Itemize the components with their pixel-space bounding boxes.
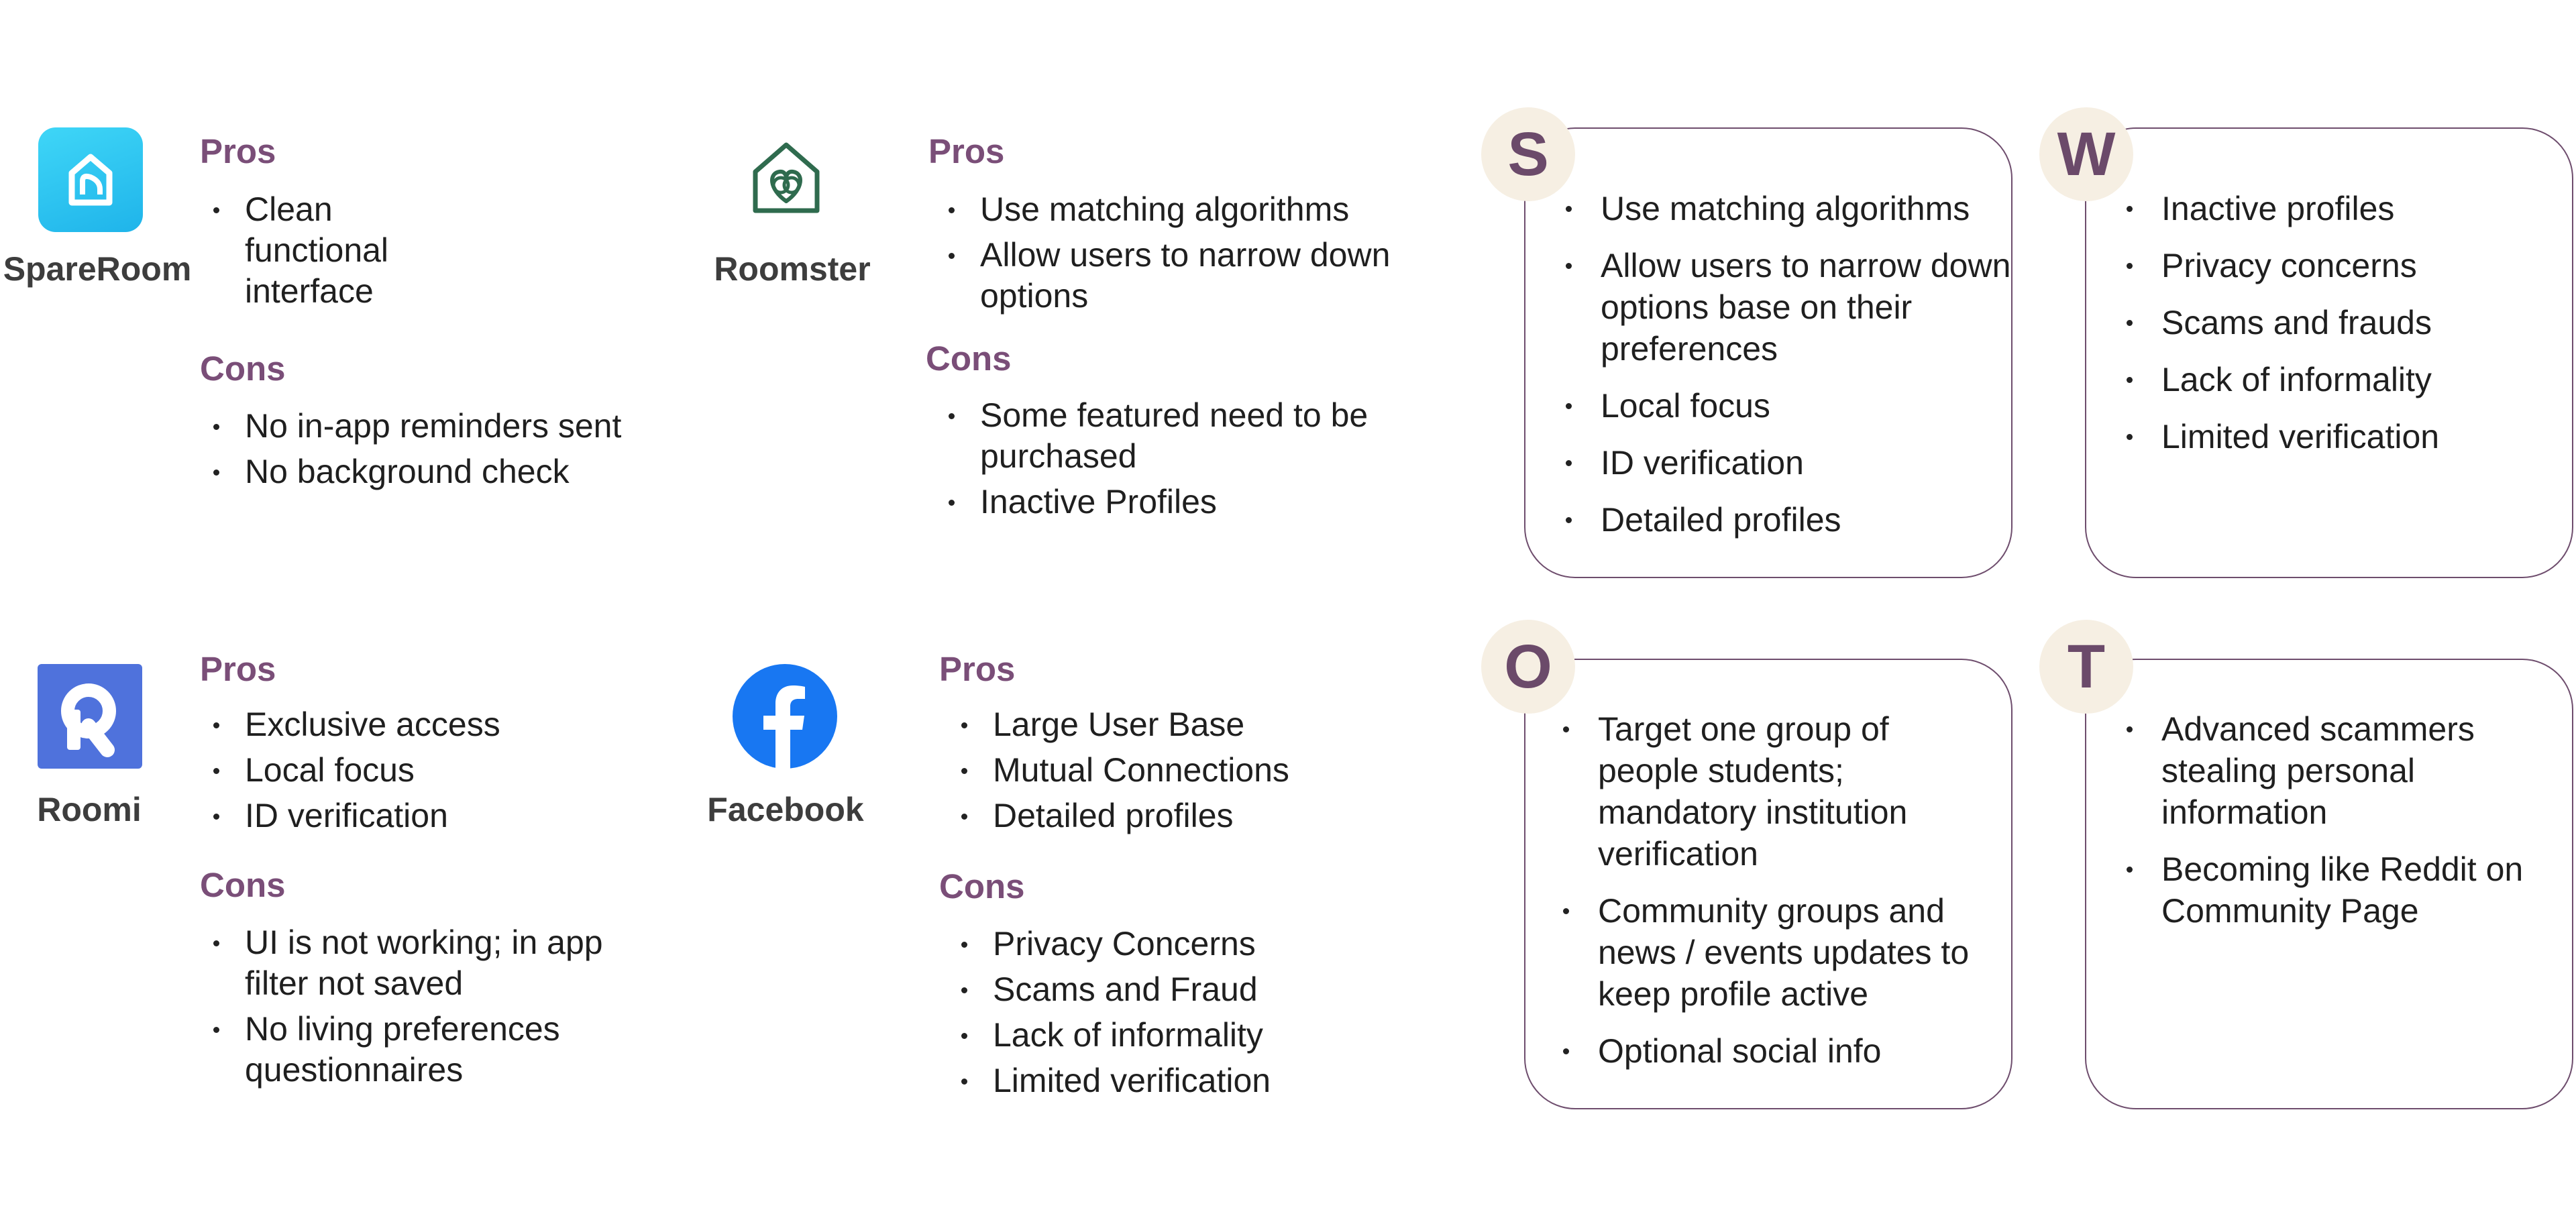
list-item: Scams and Fraud — [948, 969, 1377, 1010]
swot-threats-list: Advanced scammers stealing personal info… — [2117, 708, 2560, 947]
swot-strengths-box — [1524, 127, 2012, 578]
list-item: Exclusive access — [200, 704, 602, 745]
swot-weaknesses-box — [2085, 127, 2573, 578]
list-item: Scams and frauds — [2117, 302, 2560, 343]
list-item: Detailed profiles — [948, 795, 1377, 836]
list-item: Lack of informality — [948, 1015, 1377, 1056]
list-item: Optional social info — [1554, 1030, 1996, 1072]
list-item: Detailed profiles — [1556, 499, 2012, 541]
app-name-facebook: Facebook — [707, 791, 864, 828]
roomster-logo-icon — [750, 141, 822, 216]
list-item: Target one group of people students; man… — [1554, 708, 1996, 875]
facebook-cons-title: Cons — [939, 867, 1025, 905]
spareroom-pros-title: Pros — [200, 132, 276, 170]
facebook-pros-title: Pros — [939, 650, 1016, 688]
list-item: Limited verification — [948, 1060, 1377, 1101]
list-item: UI is not working; in app filter not sav… — [200, 922, 643, 1004]
list-item: Local focus — [200, 750, 602, 791]
list-item: Inactive Profiles — [935, 482, 1371, 522]
spareroom-cons-list: No in-app reminders sent No background c… — [200, 406, 683, 497]
roomi-pros-title: Pros — [200, 650, 276, 688]
list-item: Local focus — [1556, 385, 2012, 427]
list-item: No living preferences questionnaires — [200, 1009, 643, 1091]
list-item: Limited verification — [2117, 416, 2560, 457]
roomi-pros-list: Exclusive access Local focus ID verifica… — [200, 704, 602, 841]
list-item: Clean functional interface — [200, 189, 482, 312]
list-item: Allow users to narrow down options — [935, 235, 1405, 317]
roomster-cons-list: Some featured need to be purchased Inact… — [935, 395, 1371, 527]
roomi-logo-icon — [38, 664, 142, 769]
spareroom-cons-title: Cons — [200, 349, 286, 388]
roomster-pros-list: Use matching algorithms Allow users to n… — [935, 189, 1405, 321]
list-item: Inactive profiles — [2117, 188, 2560, 229]
swot-threats-box — [2085, 659, 2573, 1109]
app-name-spareroom: SpareRoom — [3, 250, 192, 288]
list-item: Some featured need to be purchased — [935, 395, 1371, 477]
list-item: Becoming like Reddit on Community Page — [2117, 848, 2560, 932]
list-item: Large User Base — [948, 704, 1377, 745]
swot-opportunities-badge: O — [1481, 620, 1575, 714]
roomster-cons-title: Cons — [926, 339, 1012, 378]
list-item: Privacy Concerns — [948, 924, 1377, 964]
swot-weaknesses-badge: W — [2039, 107, 2133, 201]
roomi-cons-title: Cons — [200, 866, 286, 904]
facebook-pros-list: Large User Base Mutual Connections Detai… — [948, 704, 1377, 841]
app-name-roomi: Roomi — [37, 791, 142, 828]
swot-strengths-list: Use matching algorithms Allow users to n… — [1556, 188, 2012, 556]
app-name-roomster: Roomster — [714, 250, 871, 288]
list-item: No in-app reminders sent — [200, 406, 683, 447]
list-item: Use matching algorithms — [935, 189, 1405, 230]
list-item: Privacy concerns — [2117, 245, 2560, 286]
swot-opportunities-list: Target one group of people students; man… — [1554, 708, 1996, 1087]
list-item: Advanced scammers stealing personal info… — [2117, 708, 2560, 833]
swot-strengths-badge: S — [1481, 107, 1575, 201]
swot-opportunities-box — [1524, 659, 2012, 1109]
list-item: No background check — [200, 451, 683, 492]
list-item: Lack of informality — [2117, 359, 2560, 400]
list-item: Mutual Connections — [948, 750, 1377, 791]
swot-threats-badge: T — [2039, 620, 2133, 714]
spareroom-pros-list: Clean functional interface — [200, 189, 482, 317]
roomi-cons-list: UI is not working; in app filter not sav… — [200, 922, 643, 1095]
list-item: Community groups and news / events updat… — [1554, 890, 1996, 1015]
roomster-pros-title: Pros — [928, 132, 1005, 170]
list-item: Allow users to narrow down options base … — [1556, 245, 2012, 370]
facebook-logo-icon — [733, 664, 837, 769]
list-item: ID verification — [200, 795, 602, 836]
list-item: ID verification — [1556, 442, 2012, 484]
spareroom-logo-icon — [38, 127, 143, 232]
list-item: Use matching algorithms — [1556, 188, 2012, 229]
facebook-cons-list: Privacy Concerns Scams and Fraud Lack of… — [948, 924, 1377, 1106]
swot-weaknesses-list: Inactive profiles Privacy concerns Scams… — [2117, 188, 2560, 473]
